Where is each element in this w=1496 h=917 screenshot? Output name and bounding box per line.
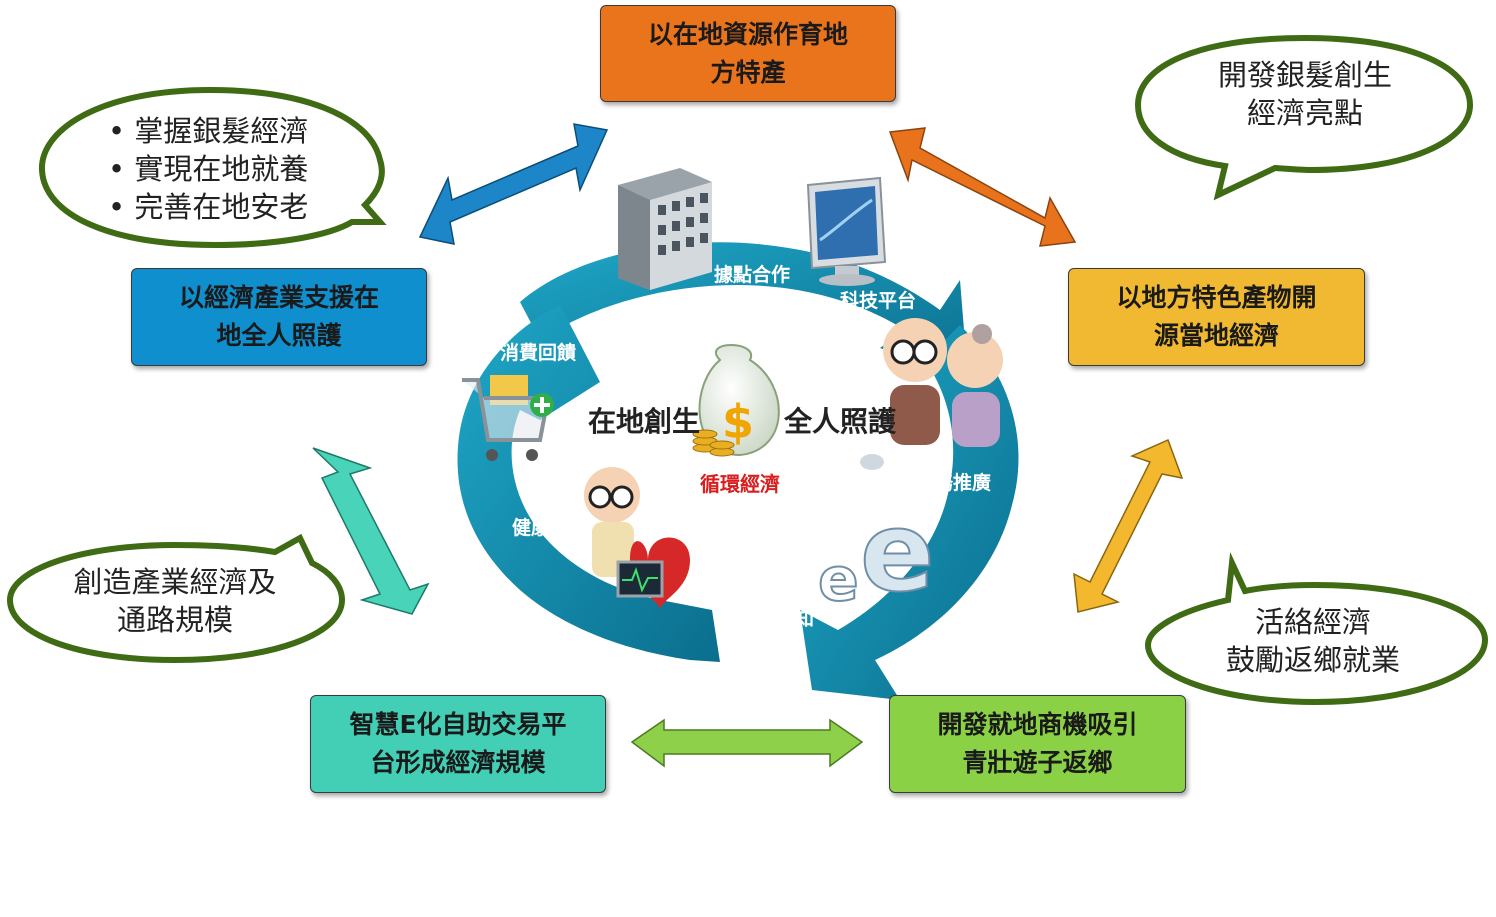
node-local-products-label: 以地方特色產物開 源當地經濟 [1116, 279, 1316, 355]
node-local-resources: 以在地資源作育地 方特產 [600, 5, 896, 102]
center-left-label: 在地創生 [588, 400, 700, 440]
node-industry-support: 以經濟產業支援在 地全人照護 [131, 268, 427, 366]
label-tech-platform: 科技平台 [840, 288, 916, 315]
building-icon [618, 168, 712, 290]
svg-text:e: e [818, 545, 859, 615]
node-local-business-label: 開發就地商機吸引 青壯遊子返鄉 [937, 706, 1137, 782]
node-industry-support-label: 以經濟產業支援在 地全人照護 [179, 279, 379, 355]
center-sub-label: 循環經濟 [700, 468, 780, 497]
arrow-bottom [632, 720, 862, 766]
node-local-resources-label: 以在地資源作育地 方特產 [648, 16, 848, 92]
label-health-city: 健康城市 [512, 515, 588, 542]
arrow-top-left [420, 124, 607, 244]
node-local-business: 開發就地商機吸引 青壯遊子返鄉 [889, 695, 1186, 793]
money-bag-icon: $ [693, 345, 779, 456]
label-service: 服務推廣 [915, 470, 991, 497]
bubble-top-right-text: 開發銀髮創生 經濟亮點 [1170, 56, 1440, 132]
arrow-right [1074, 440, 1182, 612]
label-partnership: 據點合作 [714, 262, 790, 289]
label-consumption: 消費回饋 [500, 340, 576, 367]
bubble-bottom-right-text: 活絡經濟 鼓勵返鄉就業 [1178, 603, 1448, 679]
node-e-platform: 智慧E化自助交易平 台形成經濟規模 [310, 695, 606, 793]
node-local-products: 以地方特色產物開 源當地經濟 [1068, 268, 1365, 366]
label-life-info: 生活照護 在地資訊 課程新知 [738, 552, 814, 633]
bubble-bottom-left-text: 創造產業經濟及 通路規模 [40, 563, 310, 639]
center-right-label: 全人照護 [784, 400, 896, 440]
arrow-top-right [890, 128, 1075, 246]
node-e-platform-label: 智慧E化自助交易平 台形成經濟規模 [349, 706, 566, 782]
svg-text:e: e [860, 488, 935, 616]
bubble-top-left-text: • 掌握銀髮經濟 • 實現在地就養 • 完善在地安老 [108, 112, 308, 226]
